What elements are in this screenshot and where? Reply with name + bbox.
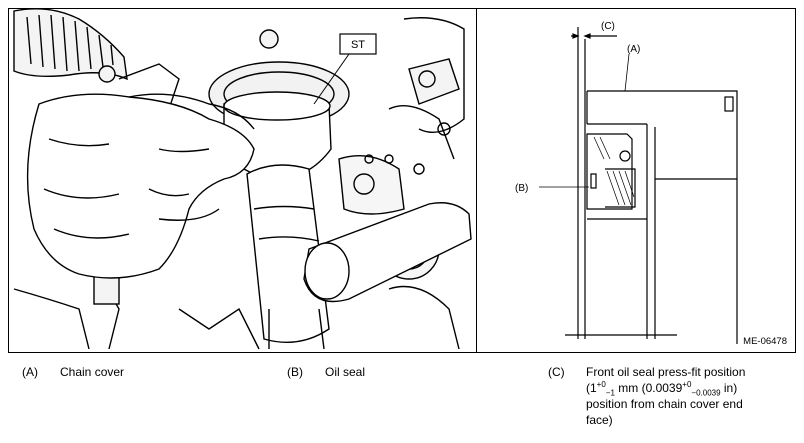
- legend-line: Front oil seal press-fit position: [586, 365, 746, 379]
- legend-text: Chain cover: [60, 365, 125, 379]
- installation-illustration: ST: [13, 9, 472, 350]
- legend-key: (C): [548, 365, 565, 379]
- figure-code: ME-06478: [743, 336, 787, 347]
- legend-key: (A): [22, 365, 38, 379]
- gear-icon: [13, 9, 128, 81]
- figure-divider: [476, 9, 477, 352]
- callout-a: (A): [627, 44, 640, 55]
- callout-c: (C): [601, 21, 615, 32]
- legend-key: (B): [287, 365, 303, 379]
- legend-line: (1+0−1 mm (0.0039+0−0.0039 in): [586, 380, 738, 398]
- legend-line: position from chain cover end: [586, 397, 743, 411]
- section-diagram: (C) (A) (B): [515, 21, 738, 344]
- legend-text-c: Front oil seal press-fit position (1+0−1…: [586, 364, 745, 428]
- legend-text: Oil seal: [325, 365, 366, 379]
- st-label: ST: [351, 39, 365, 51]
- legend-line: face): [586, 413, 613, 427]
- figure-frame: ST: [8, 8, 796, 353]
- callout-b: (B): [515, 183, 528, 194]
